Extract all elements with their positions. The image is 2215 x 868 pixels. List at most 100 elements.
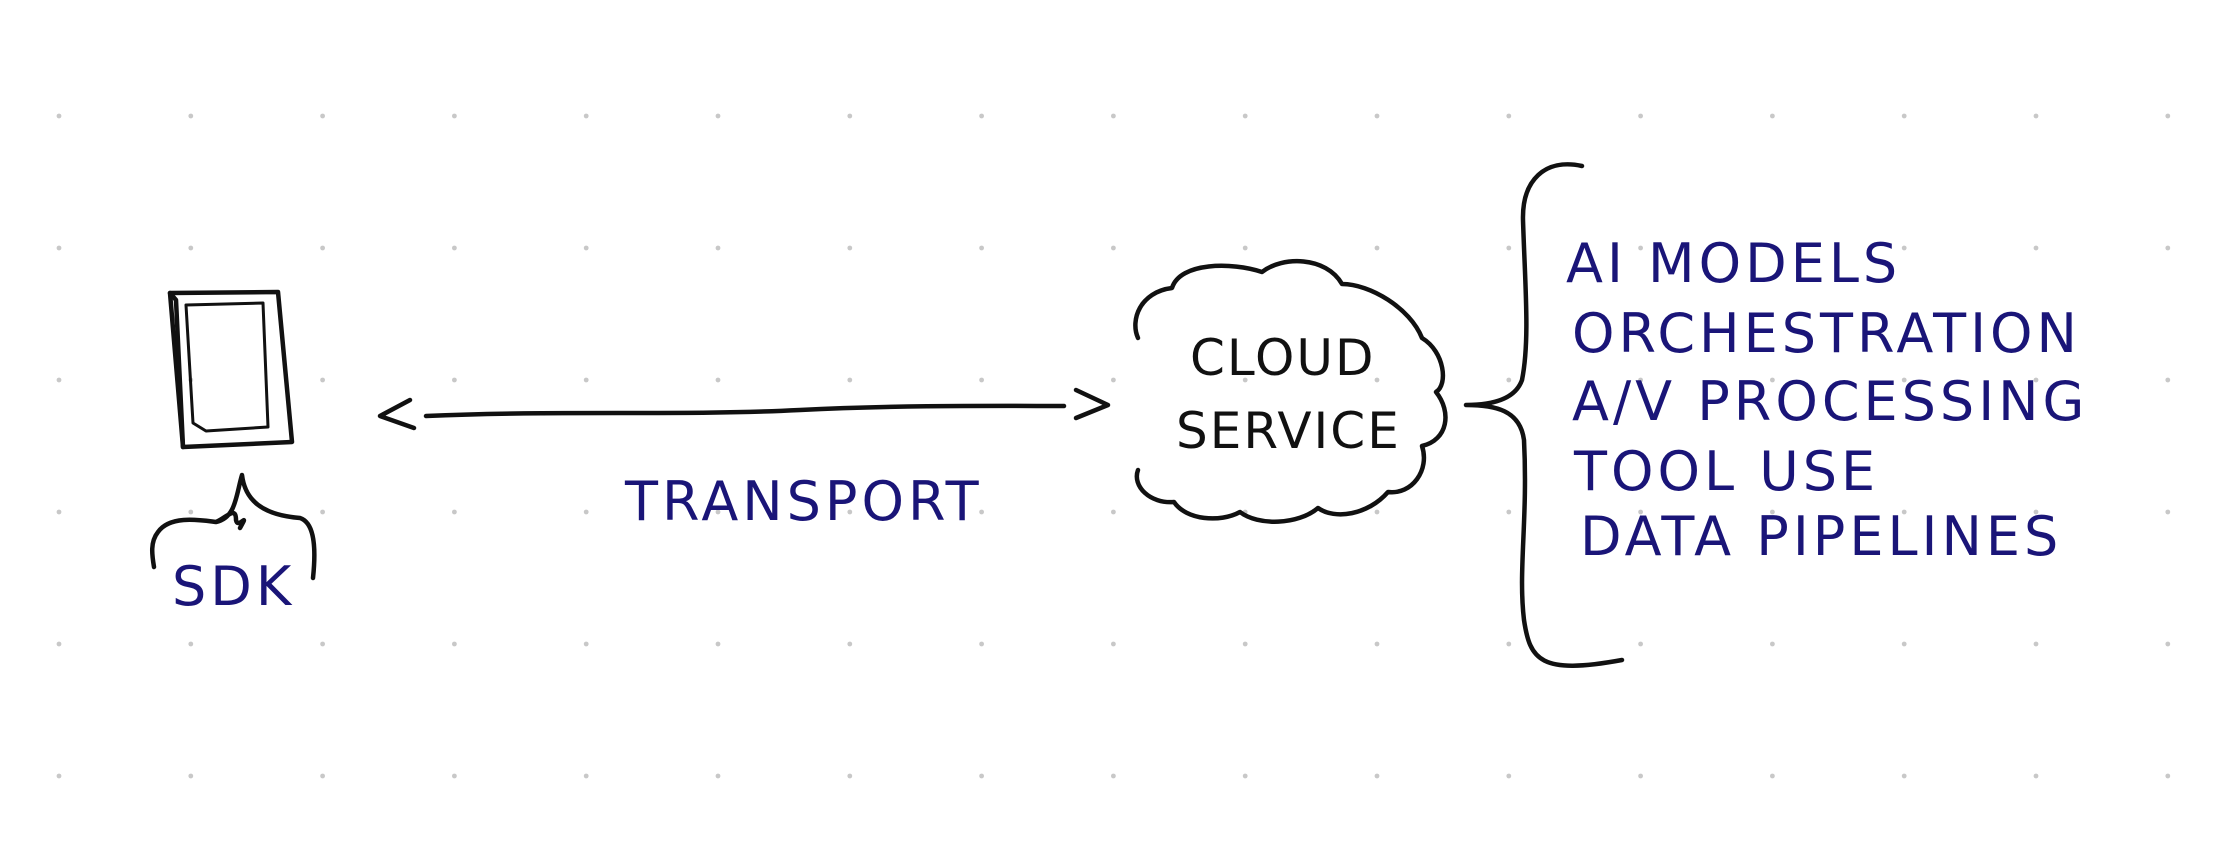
grid-dot — [1506, 509, 1512, 515]
grid-dot — [320, 377, 325, 383]
grid-dot — [847, 773, 853, 779]
grid-dot — [2165, 245, 2171, 251]
grid-dot — [583, 641, 589, 647]
grid-dot — [715, 377, 721, 383]
grid-dot — [1638, 113, 1643, 119]
cloud-label-line2: SERVICE — [1176, 402, 1401, 460]
grid-dot — [188, 113, 194, 119]
capability-list: AI MODELS ORCHESTRATION A/V PROCESSING T… — [1566, 232, 2088, 568]
grid-dot — [1901, 377, 1907, 383]
grid-dot — [979, 773, 984, 779]
cloud-icon — [1133, 258, 1448, 524]
grid-dot — [452, 113, 457, 119]
grid-dot — [715, 509, 721, 515]
grid-dot — [847, 509, 853, 515]
transport-label: TRANSPORT — [624, 470, 983, 533]
grid-dot — [452, 641, 457, 647]
dot-grid — [56, 113, 2171, 779]
grid-dot — [452, 509, 457, 515]
grid-dot — [452, 377, 457, 383]
grid-dot — [1506, 245, 1512, 251]
grid-dot — [1506, 641, 1512, 647]
grid-dot — [320, 509, 325, 515]
grid-dot — [1374, 113, 1380, 119]
grid-dot — [1242, 641, 1248, 647]
grid-dot — [1242, 773, 1248, 779]
grid-dot — [1638, 377, 1643, 383]
grid-dot — [56, 377, 62, 383]
grid-dot — [979, 641, 984, 647]
sdk-label: SDK — [172, 555, 295, 618]
grid-dot — [320, 113, 325, 119]
transport-arrow — [377, 387, 1111, 431]
grid-dot — [1770, 773, 1775, 779]
grid-dot — [2165, 509, 2171, 515]
grid-dot — [56, 509, 62, 515]
grid-dot — [2033, 377, 2039, 383]
grid-dot — [1374, 509, 1380, 515]
grid-dot — [188, 773, 194, 779]
grid-dot — [1374, 773, 1380, 779]
grid-dot — [1374, 245, 1380, 251]
grid-dot — [56, 641, 62, 647]
sdk-brace — [150, 472, 317, 581]
grid-dot — [1242, 245, 1248, 251]
grid-dot — [320, 773, 325, 779]
grid-dot — [583, 245, 589, 251]
grid-dot — [1638, 773, 1643, 779]
grid-dot — [715, 245, 721, 251]
grid-dot — [979, 377, 984, 383]
grid-dot — [1506, 773, 1512, 779]
grid-dot — [1770, 509, 1775, 515]
grid-dot — [847, 377, 853, 383]
grid-dot — [2165, 113, 2171, 119]
grid-dot — [583, 113, 589, 119]
grid-dot — [56, 113, 62, 119]
grid-dot — [2033, 509, 2039, 515]
grid-dot — [2165, 641, 2171, 647]
grid-dot — [56, 773, 62, 779]
grid-dot — [188, 245, 194, 251]
grid-dot — [847, 641, 853, 647]
grid-dot — [715, 773, 721, 779]
grid-dot — [2033, 641, 2039, 647]
grid-dot — [847, 245, 853, 251]
grid-dot — [1506, 113, 1512, 119]
cloud-label-line1: CLOUD — [1190, 329, 1375, 387]
grid-dot — [1506, 377, 1512, 383]
grid-dot — [2033, 773, 2039, 779]
grid-dot — [188, 641, 194, 647]
capability-item: ORCHESTRATION — [1572, 302, 2081, 365]
grid-dot — [979, 113, 984, 119]
grid-dot — [1770, 641, 1775, 647]
capabilities-brace — [1463, 162, 1625, 668]
grid-dot — [2165, 773, 2171, 779]
grid-dot — [1901, 641, 1907, 647]
grid-dot — [979, 245, 984, 251]
grid-dot — [1638, 509, 1643, 515]
grid-dot — [2165, 377, 2171, 383]
grid-dot — [1770, 377, 1775, 383]
capability-item: A/V PROCESSING — [1572, 370, 2088, 433]
grid-dot — [1111, 245, 1116, 251]
capability-item: DATA PIPELINES — [1580, 505, 2062, 568]
grid-dot — [1770, 245, 1775, 251]
grid-dot — [452, 773, 457, 779]
grid-dot — [1374, 377, 1380, 383]
grid-dot — [1111, 509, 1116, 515]
capability-item: AI MODELS — [1566, 232, 1901, 295]
grid-dot — [715, 113, 721, 119]
grid-dot — [1901, 773, 1907, 779]
grid-dot — [2033, 113, 2039, 119]
grid-dot — [1638, 245, 1643, 251]
grid-dot — [1901, 245, 1907, 251]
grid-dot — [452, 245, 457, 251]
grid-dot — [56, 245, 62, 251]
grid-dot — [1901, 509, 1907, 515]
phone-device-icon — [167, 289, 295, 450]
grid-dot — [1770, 113, 1775, 119]
grid-dot — [188, 509, 194, 515]
grid-dot — [583, 773, 589, 779]
